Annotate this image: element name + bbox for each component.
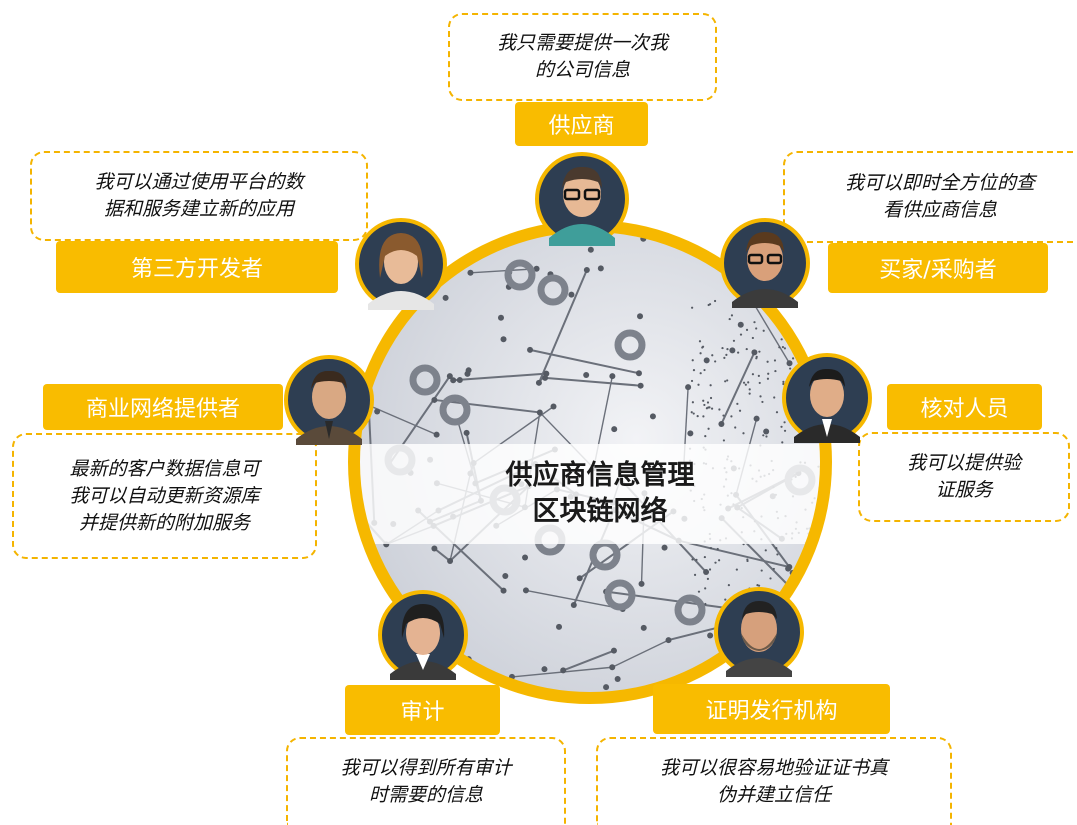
developer-avatar: [355, 218, 447, 314]
buyer-label: 买家/采购者: [828, 243, 1048, 293]
verifier-avatar: [782, 353, 872, 447]
developer-note: 我可以通过使用平台的数 据和服务建立新的应用: [30, 151, 368, 241]
center-title-line1: 供应商信息管理: [505, 460, 695, 491]
issuer-note: 我可以很容易地验证证书真 伪并建立信任: [596, 737, 952, 825]
developer-label: 第三方开发者: [56, 241, 338, 293]
audit-avatar: [378, 590, 468, 684]
supplier-avatar: [535, 152, 629, 250]
network-provider-label: 商业网络提供者: [43, 384, 283, 430]
supplier-note: 我只需要提供一次我 的公司信息: [448, 13, 717, 101]
buyer-note: 我可以即时全方位的查 看供应商信息: [783, 151, 1077, 243]
center-title-line2: 区块链网络: [532, 496, 668, 527]
verifier-note: 我可以提供验 证服务: [858, 432, 1070, 522]
center-title: 供应商信息管理 区块链网络: [340, 444, 860, 544]
audit-label: 审计: [345, 685, 500, 735]
network-provider-note: 最新的客户数据信息可 我可以自动更新资源库 并提供新的附加服务: [12, 433, 317, 559]
supplier-label: 供应商: [515, 102, 648, 146]
buyer-avatar: [720, 218, 810, 312]
issuer-avatar: [714, 587, 804, 681]
audit-note: 我可以得到所有审计 时需要的信息: [286, 737, 566, 825]
verifier-label: 核对人员: [887, 384, 1042, 430]
issuer-label: 证明发行机构: [653, 684, 890, 734]
network-provider-avatar: [284, 355, 374, 449]
